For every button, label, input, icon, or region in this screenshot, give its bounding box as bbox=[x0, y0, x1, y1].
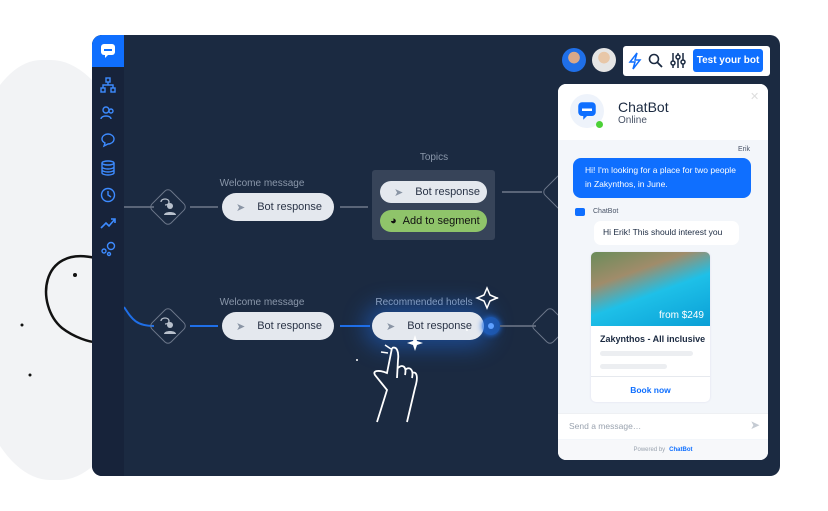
recommended-hotels-node[interactable]: ➤ Bot response bbox=[372, 312, 484, 340]
welcome-message-label: Welcome message bbox=[219, 297, 305, 308]
connector-curve bbox=[124, 306, 154, 327]
users-icon[interactable] bbox=[100, 105, 116, 121]
node-label: Bot response bbox=[415, 186, 481, 198]
user-avatar[interactable] bbox=[562, 48, 586, 72]
connector bbox=[502, 191, 542, 193]
integrations-icon[interactable] bbox=[100, 241, 116, 257]
decorative-arc bbox=[20, 254, 96, 377]
bot-name: ChatBot bbox=[593, 208, 619, 215]
send-icon: ➤ bbox=[386, 320, 396, 333]
connector bbox=[340, 206, 368, 208]
topic-bot-response[interactable]: ➤ Bot response bbox=[380, 181, 487, 203]
hotel-title: Zakynthos - All inclusive bbox=[600, 334, 706, 344]
chat-icon[interactable] bbox=[100, 132, 116, 148]
user-name: Erik bbox=[737, 146, 750, 153]
test-your-bot-button[interactable]: Test your bot bbox=[693, 49, 763, 72]
placeholder-line bbox=[600, 351, 693, 356]
toolbar: Test your bot bbox=[623, 46, 770, 76]
send-icon: ➤ bbox=[236, 320, 246, 333]
hotel-price: from $249 bbox=[658, 310, 704, 321]
online-indicator bbox=[596, 121, 603, 128]
pointer-hand-icon bbox=[356, 286, 499, 423]
recommended-hotels-label: Recommended hotels bbox=[375, 297, 473, 308]
bot-response-node[interactable]: ➤ Bot response bbox=[222, 193, 334, 221]
send-icon: ➤ bbox=[236, 201, 246, 214]
user-chat-icon bbox=[160, 317, 176, 334]
hotel-image bbox=[591, 252, 710, 326]
search-icon[interactable] bbox=[648, 53, 663, 68]
divider bbox=[591, 376, 710, 377]
hotel-card: from $249 Zakynthos - All inclusive Book… bbox=[591, 252, 710, 402]
chat-widget: ChatBot Online ✕ Erik Hi! I'm looking fo… bbox=[558, 84, 768, 460]
welcome-message-label: Welcome message bbox=[219, 178, 305, 189]
bot-message: Hi Erik! This should interest you bbox=[594, 221, 739, 245]
flow-icon[interactable] bbox=[100, 77, 116, 93]
powered-by-text: Powered by bbox=[633, 447, 666, 453]
placeholder-line bbox=[600, 364, 667, 369]
connector bbox=[124, 206, 154, 208]
message-input[interactable]: Send a message… ➤ bbox=[558, 413, 768, 439]
user-avatar[interactable] bbox=[592, 48, 616, 72]
sliders-icon[interactable] bbox=[670, 52, 686, 69]
chatbot-logo[interactable] bbox=[92, 35, 124, 67]
powered-by: Powered by ChatBot bbox=[558, 440, 768, 460]
input-placeholder: Send a message… bbox=[569, 421, 642, 431]
bot-response-node[interactable]: ➤ Bot response bbox=[222, 312, 334, 340]
sidebar bbox=[92, 35, 124, 476]
connector bbox=[190, 325, 218, 327]
chatbot-brand-link[interactable]: ChatBot bbox=[669, 447, 693, 453]
book-now-button[interactable]: Book now bbox=[630, 384, 671, 395]
user-chat-icon bbox=[160, 198, 176, 215]
clock-icon[interactable] bbox=[100, 187, 116, 203]
node-label: Bot response bbox=[407, 320, 473, 332]
node-label: Bot response bbox=[257, 320, 323, 332]
send-icon[interactable]: ➤ bbox=[749, 418, 760, 432]
segment-icon: ◕ bbox=[390, 215, 397, 227]
handle-dot bbox=[488, 323, 494, 329]
connector bbox=[340, 325, 370, 327]
topics-label: Topics bbox=[419, 152, 449, 163]
database-icon[interactable] bbox=[100, 160, 116, 176]
connector bbox=[500, 325, 536, 327]
lightning-icon[interactable] bbox=[628, 52, 642, 70]
user-message: Hi! I'm looking for a place for two peop… bbox=[573, 158, 751, 198]
close-icon[interactable]: ✕ bbox=[750, 91, 760, 103]
node-label: Add to segment bbox=[402, 215, 480, 227]
connector bbox=[190, 206, 218, 208]
bot-icon bbox=[575, 208, 585, 216]
chat-status: Online bbox=[618, 115, 647, 126]
trend-icon[interactable] bbox=[100, 214, 116, 230]
node-label: Bot response bbox=[257, 201, 323, 213]
send-icon: ➤ bbox=[394, 186, 404, 199]
chat-title: ChatBot bbox=[618, 99, 669, 115]
add-to-segment-node[interactable]: ◕ Add to segment bbox=[380, 210, 487, 232]
